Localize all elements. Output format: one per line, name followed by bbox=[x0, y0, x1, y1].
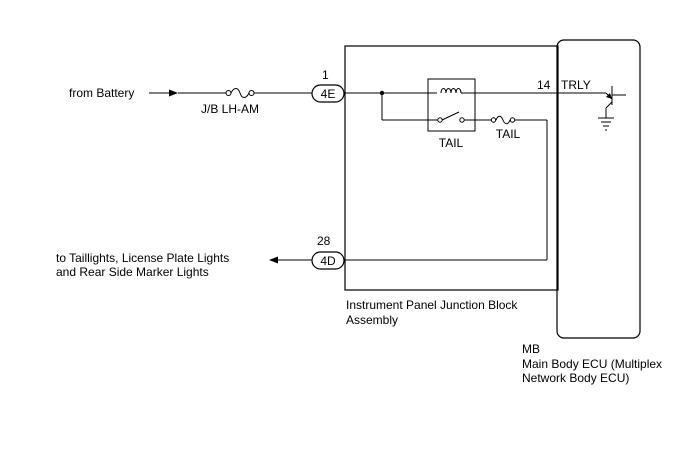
ecu-code-label: MB bbox=[522, 342, 540, 356]
relay-switch-symbol bbox=[437, 111, 465, 123]
tail-relay-box bbox=[427, 78, 476, 132]
fuse-am-symbol bbox=[225, 88, 255, 98]
ip-jb-label-line1: Instrument Panel Junction Block bbox=[346, 298, 518, 312]
main-body-ecu-box bbox=[556, 39, 641, 339]
connector-4e-id: 4E bbox=[321, 87, 336, 101]
taillights-label-line2: and Rear Side Marker Lights bbox=[56, 265, 209, 279]
taillights-label-line1: to Taillights, License Plate Lights bbox=[56, 251, 229, 265]
transistor-symbol bbox=[605, 86, 626, 118]
fuse-am-label: J/B LH-AM bbox=[201, 102, 259, 116]
taillight-arrow-head bbox=[269, 256, 278, 264]
from-battery-label: from Battery bbox=[69, 86, 134, 100]
tail-relay-label: TAIL bbox=[439, 136, 464, 150]
ground-icon bbox=[598, 117, 614, 131]
tail-fuse-symbol bbox=[490, 115, 516, 125]
relay-coil-symbol bbox=[440, 88, 462, 94]
ecu-label-line2: Network Body ECU) bbox=[522, 371, 629, 385]
trly-pin: 14 bbox=[537, 78, 551, 92]
trly-name: TRLY bbox=[561, 78, 591, 92]
tail-fuse-label: TAIL bbox=[496, 127, 521, 141]
connector-4e-pin: 1 bbox=[322, 68, 329, 82]
connector-4d-pin: 28 bbox=[317, 234, 331, 248]
connector-4d-id: 4D bbox=[320, 254, 336, 268]
ip-jb-label-line2: Assembly bbox=[346, 313, 398, 327]
junction-block-box bbox=[344, 45, 559, 291]
ecu-label-line1: Main Body ECU (Multiplex bbox=[522, 357, 662, 371]
battery-arrow-head bbox=[169, 89, 178, 97]
